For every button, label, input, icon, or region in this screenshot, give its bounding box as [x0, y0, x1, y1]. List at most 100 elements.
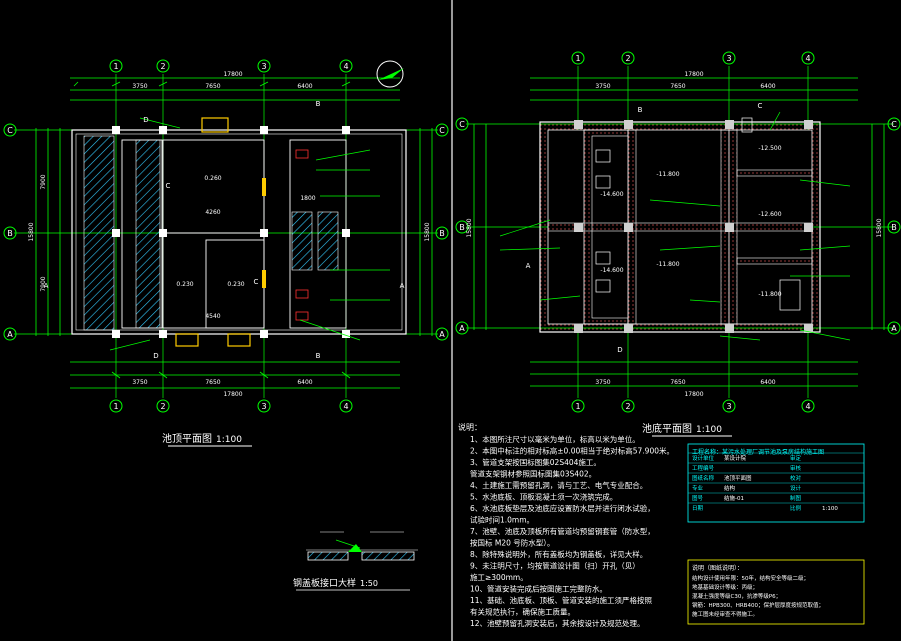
left-room-dim-3: 4540 — [205, 313, 220, 320]
titleblock-cell: 图纸名称 — [692, 474, 715, 482]
remark-line: 钢筋：HPB300、HRB400；保护层厚度按规范取值； — [692, 601, 824, 609]
left-yellow-covers — [175, 117, 251, 347]
remark-line: 施工图未经审查不得施工。 — [692, 610, 758, 618]
left-dim-bot-3: 6400 — [297, 379, 312, 386]
left-grid-y-B: B — [7, 229, 13, 238]
note-line: 10、管道安装完成后按图施工完整防水。 — [470, 584, 607, 594]
right-grid-y-A: A — [459, 324, 465, 333]
left-grid-y-Br: B — [439, 229, 445, 238]
right-grid-y-C: C — [459, 120, 465, 129]
left-dim-bot-1: 3750 — [132, 379, 147, 386]
right-dim-bot-2: 7650 — [670, 379, 685, 386]
titleblock-cell: 日期 — [692, 505, 704, 512]
right-sec-B: B — [638, 106, 643, 114]
titleblock-project: 工程名称：某污水处理厂调节池及泵房结构施工图 — [692, 448, 824, 456]
left-dim-total: 17800 — [223, 71, 242, 78]
detail-title: 钢盖板接口大样 — [293, 577, 356, 589]
detail-scale: 1:50 — [360, 579, 378, 588]
right-grid-y-B: B — [459, 223, 465, 232]
right-level-5: -12.500 — [758, 145, 781, 152]
left-grid-x-3b: 3 — [261, 402, 266, 411]
left-grid-x-1b: 1 — [113, 402, 118, 411]
left-grid-x-3: 3 — [261, 62, 266, 71]
titleblock-cell: 设计 — [790, 484, 802, 492]
left-grid-x-4b: 4 — [343, 402, 348, 411]
note-line: 管道支架钢材参照国标图集03S402。 — [470, 469, 596, 479]
right-grid-bubbles — [455, 51, 901, 413]
left-sec-C2: C — [254, 278, 259, 286]
right-dim-top-2: 7650 — [670, 83, 685, 90]
remarks-heading: 说明（图纸说明）： — [692, 564, 743, 572]
right-sec-A: A — [526, 262, 531, 270]
note-line: 3、管道支架按国标图集02S404施工。 — [470, 457, 601, 467]
left-dim-top-2: 7650 — [205, 83, 220, 90]
right-grid-x-4: 4 — [805, 54, 810, 63]
note-line: 4、土建施工需预留孔洞，请与工艺、电气专业配合。 — [470, 480, 647, 490]
titleblock-cell: 图号 — [692, 494, 704, 502]
left-section-marks: A A B B C C D D — [44, 100, 405, 360]
note-line: 试验时间1.0mm。 — [470, 515, 534, 525]
left-grid-axes — [14, 74, 438, 398]
titleblock-cell: 制图 — [790, 494, 802, 502]
left-sec-A1: A — [44, 282, 49, 290]
right-grid-labels: 1 2 3 4 1 2 3 4 C B A C B A — [459, 54, 897, 411]
right-grid-x-3b: 3 — [726, 402, 731, 411]
note-line: 5、水池底板、顶板混凝土须一次浇筑完成。 — [470, 492, 617, 502]
left-grid-labels: 1 2 3 4 1 2 3 4 C B A C B A — [7, 62, 445, 411]
right-grid-x-1b: 1 — [575, 402, 580, 411]
left-room-level-3: 0.230 — [227, 281, 244, 288]
titleblock-cell: 比例 — [790, 504, 802, 512]
right-sec-D: D — [617, 346, 622, 354]
left-dim-top-3: 6400 — [297, 83, 312, 90]
right-level-2: -11.800 — [656, 261, 679, 268]
left-grid-x-1: 1 — [113, 62, 118, 71]
right-level-4: -14.600 — [600, 267, 623, 274]
titleblock-cell: 审核 — [790, 464, 802, 472]
note-line: 7、池壁、池底及顶板所有管道均预留钢套管（防水型， — [470, 526, 655, 536]
left-grid-x-2: 2 — [160, 62, 165, 71]
remark-line: 混凝土强度等级C30，抗渗等级P6； — [692, 592, 781, 600]
left-grid-x-2b: 2 — [160, 402, 165, 411]
left-dim-text: 17800 3750 7650 6400 3750 7650 6400 1780… — [28, 71, 431, 398]
titleblock-cell: 某设计院 — [724, 454, 747, 462]
right-plan: 1 2 3 4 1 2 3 4 C B A C B A 17800 3750 7… — [455, 51, 901, 437]
remark-line: 地基基础设计等级：丙级； — [692, 583, 758, 591]
right-plan-scale: 1:100 — [696, 425, 722, 435]
left-plan-title: 池顶平面图 — [162, 432, 212, 445]
notes-heading: 说明： — [458, 422, 482, 432]
title-block: 工程名称：某污水处理厂调节池及泵房结构施工图 设计单位某设计院审定工程编号审核图… — [687, 443, 865, 523]
note-line: 8、除特殊说明外，所有盖板均为钢盖板，详见大样。 — [470, 549, 647, 559]
titleblock-cell: 工程编号 — [692, 464, 715, 472]
right-grid-y-Ar: A — [891, 324, 897, 333]
left-sec-D1: D — [153, 352, 158, 360]
remarks-box: 说明（图纸说明）： 结构设计使用年限：50年，结构安全等级二级；地基基础设计等级… — [687, 559, 865, 625]
titleblock-cell: 1:100 — [822, 506, 838, 512]
left-grid-y-Cr: C — [439, 126, 445, 135]
right-dim-text: 17800 3750 7650 6400 3750 7650 6400 1780… — [466, 71, 883, 398]
right-dim-total: 17800 — [684, 71, 703, 78]
titleblock-cell: 结施-01 — [724, 494, 744, 502]
left-grid-x-4: 4 — [343, 62, 348, 71]
note-line: 11、基础、池底板、顶板、管道安装的施工须严格按照 — [470, 595, 653, 605]
left-sec-B1: B — [316, 100, 321, 108]
left-hatch-strip-1 — [83, 135, 115, 331]
right-grid-x-2b: 2 — [625, 402, 630, 411]
right-dim-side-total: 15800 — [466, 218, 473, 237]
right-dim-bot-1: 3750 — [595, 379, 610, 386]
left-room-level-2: 0.230 — [176, 281, 193, 288]
note-line: 施工≥300mm。 — [470, 572, 528, 582]
left-leaders — [109, 117, 390, 351]
cover-detail: 钢盖板接口大样 1:50 — [293, 531, 418, 591]
right-dim-top-3: 6400 — [760, 83, 775, 90]
left-dim-bot-2: 7650 — [205, 379, 220, 386]
left-grid-y-C: C — [7, 126, 13, 135]
right-level-3: -14.600 — [600, 191, 623, 198]
right-sumps — [595, 117, 801, 311]
right-level-6: -12.600 — [758, 211, 781, 218]
left-sec-A2: A — [400, 282, 405, 290]
right-dim-side-total-r: 15800 — [876, 218, 883, 237]
note-line: 2、本图中标注的相对标高±0.00相当于绝对标高57.900米。 — [470, 446, 674, 456]
right-dim-bot-3: 6400 — [760, 379, 775, 386]
right-level-7: -11.800 — [758, 291, 781, 298]
